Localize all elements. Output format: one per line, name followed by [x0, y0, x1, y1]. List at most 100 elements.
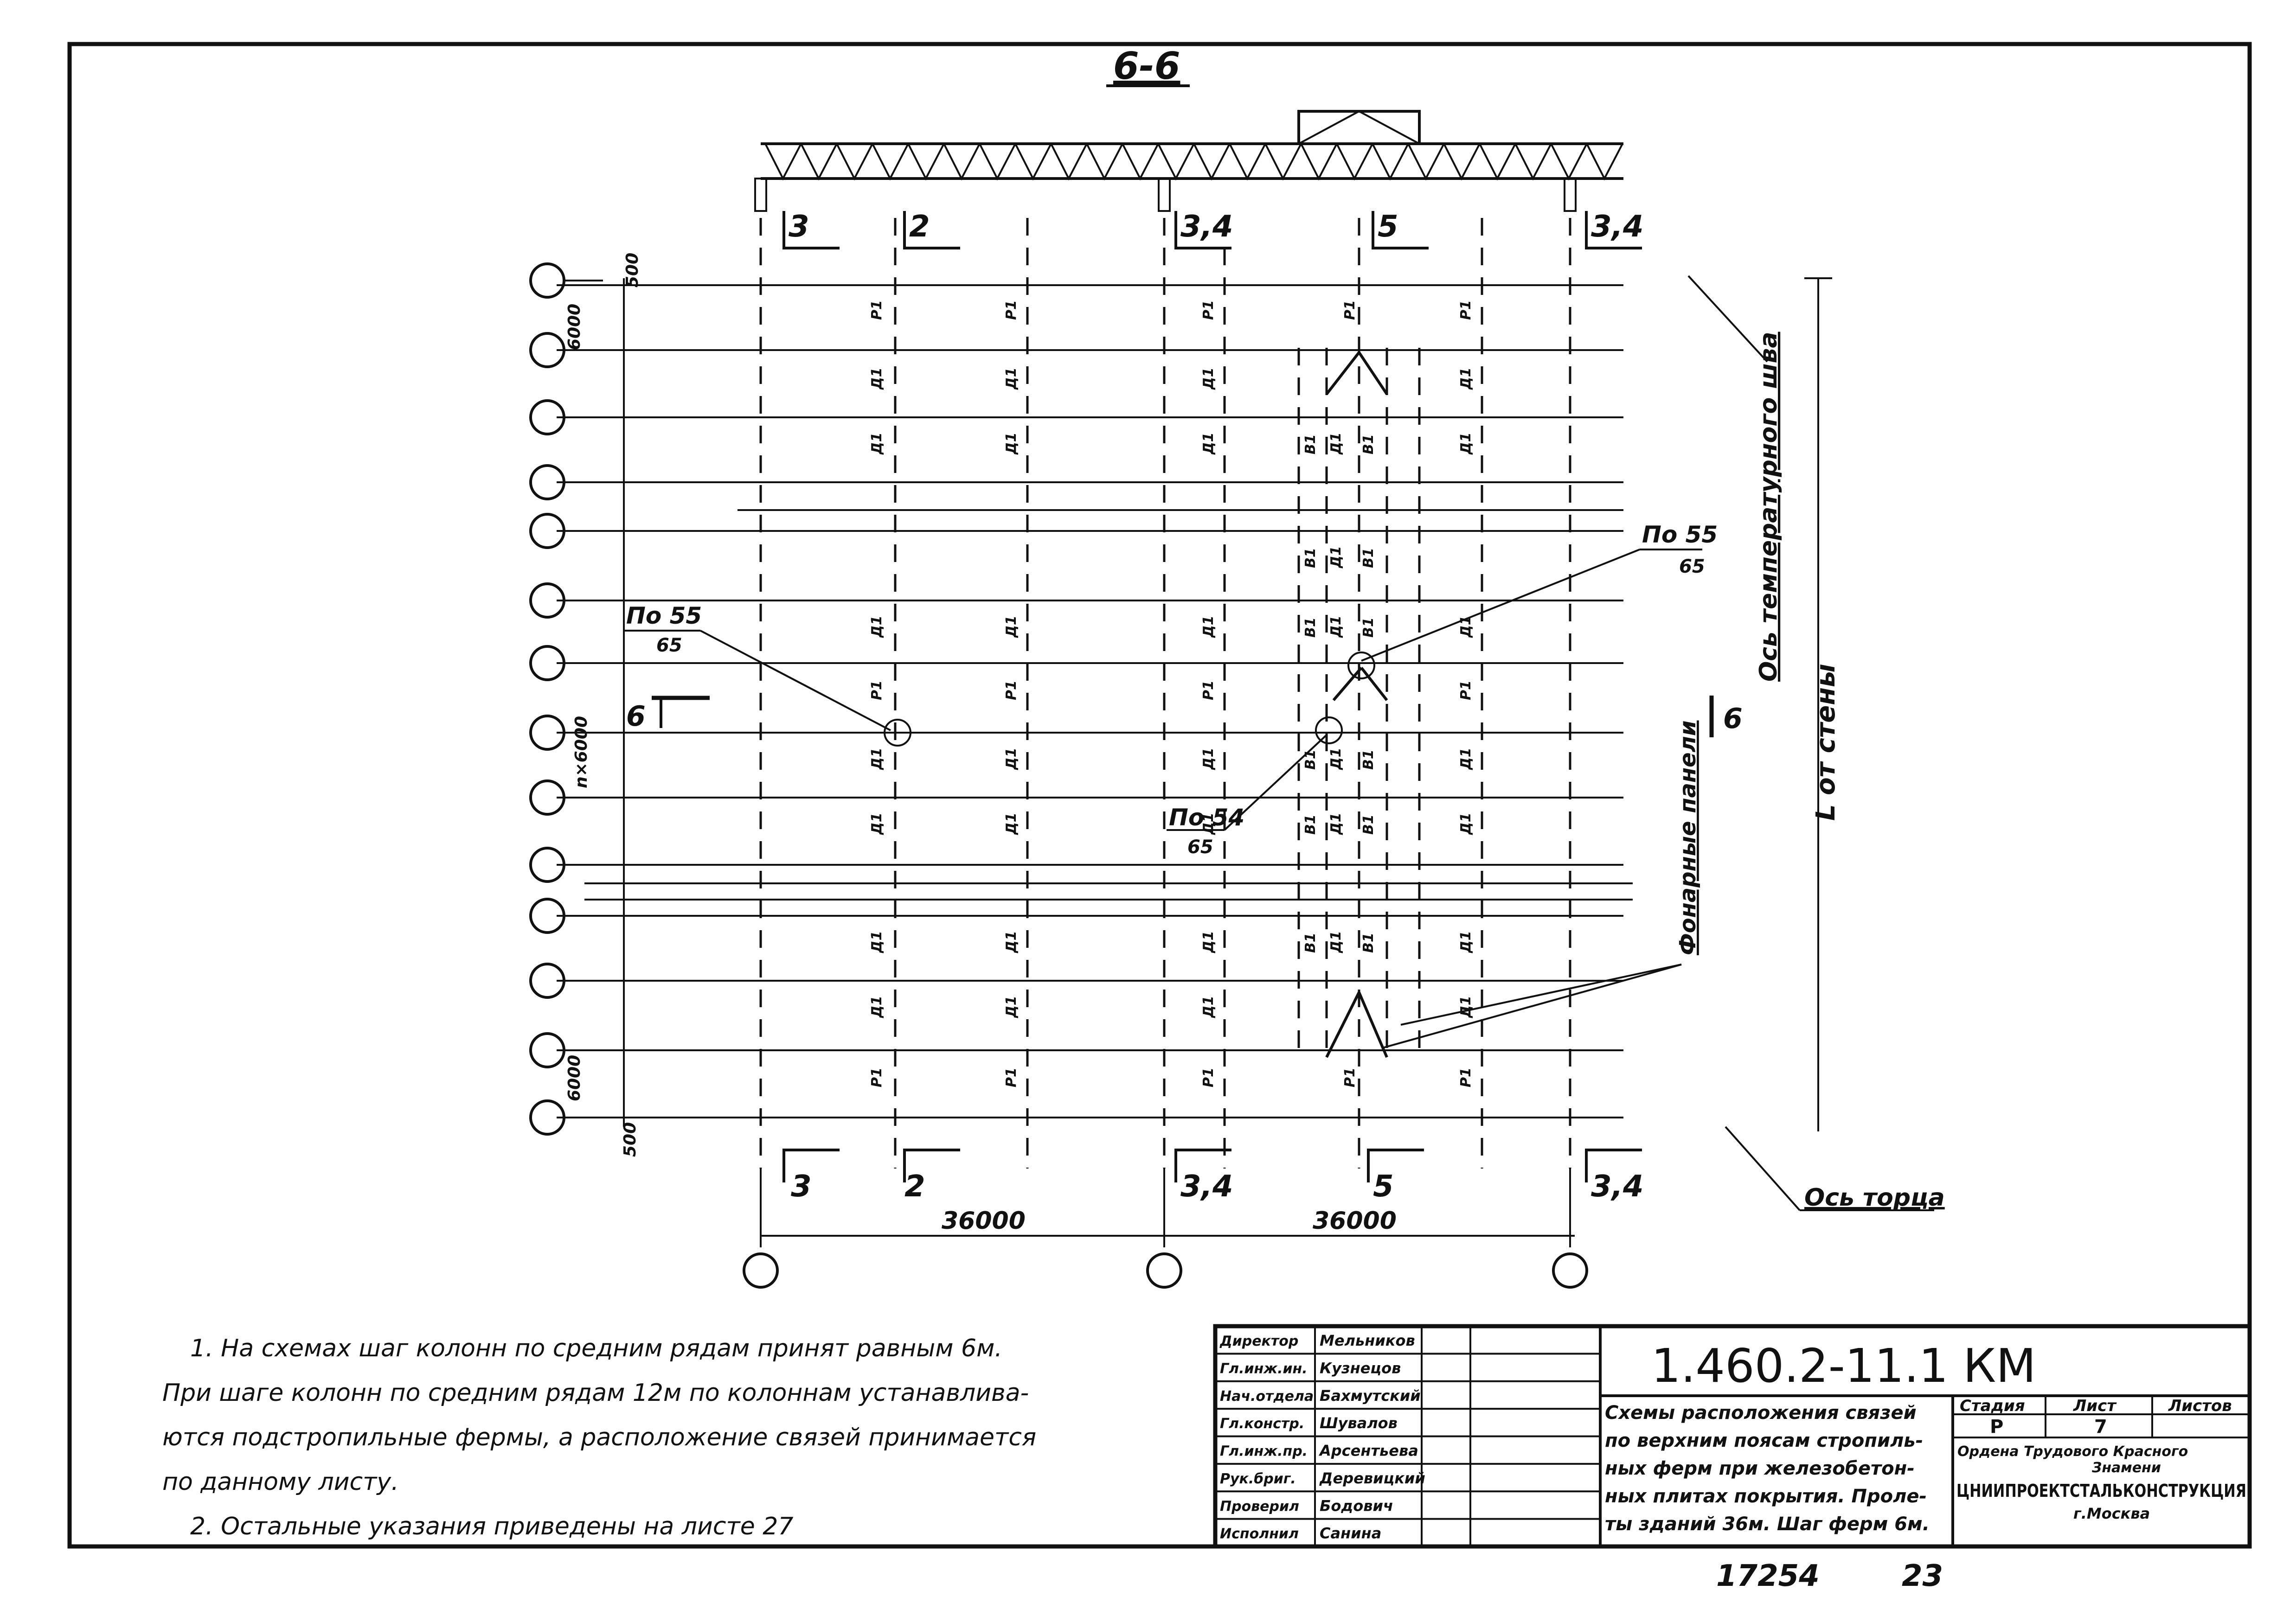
bracing-mark: Р1 [869, 680, 885, 700]
truss-web [1300, 143, 1338, 181]
to-wall-label: L от стены [1811, 664, 1841, 821]
diagonal-brace [1358, 351, 1388, 395]
bracing-mark: Д1 [1328, 615, 1344, 638]
bracing-mark: Д1 [1458, 812, 1474, 835]
top-axis-label: 3,4 [1591, 210, 1643, 244]
bracing-mark: Р1 [1342, 300, 1358, 320]
bracing-mark: В1 [1302, 617, 1319, 638]
bottom-section-marks: 3 2 3,4 5 3,4 [791, 1169, 1643, 1204]
truss-web [1443, 143, 1481, 181]
note-line: 1. На схемах шаг колонн по средним рядам… [190, 1335, 1002, 1362]
callout-text: По 54 [1169, 804, 1244, 831]
role-label: Проверил [1220, 1498, 1299, 1514]
top-axis-label: 3,4 [1180, 210, 1233, 244]
section-mark-left: 6 [626, 700, 646, 733]
dim-top-step: 6000 [565, 304, 584, 350]
role-label: Гл.инж.пр. [1220, 1444, 1308, 1460]
truss-web [872, 143, 909, 181]
bracing-mark: Р1 [1003, 680, 1020, 700]
bay-dimensions: 36000 36000 [760, 1207, 1575, 1247]
truss-web [1586, 143, 1623, 181]
role-label: Директор [1219, 1333, 1298, 1349]
dim-bottom-step: 6000 [565, 1055, 584, 1101]
column-stub [1158, 178, 1171, 212]
drawing-title-line: ных плитах покрытия. Проле- [1605, 1486, 1927, 1507]
bracing-mark: Д1 [1200, 747, 1217, 770]
sheet-frame [67, 42, 2252, 1549]
role-label: Гл.констр. [1220, 1416, 1304, 1432]
bracing-mark: Р1 [1458, 300, 1474, 320]
dim-bottom-offset: 500 [621, 1122, 640, 1157]
sheet-header: Лист [2073, 1397, 2117, 1415]
bracing-mark: Д1 [1200, 367, 1217, 390]
top-section-marks: 3 2 3,4 5 3,4 [789, 210, 1643, 244]
bottom-axis-label: 3 [791, 1169, 812, 1204]
diagonal-brace [1360, 667, 1388, 701]
note-line: При шаге колонн по средним рядам 12м по … [162, 1379, 1029, 1407]
diagonal-brace [1325, 351, 1360, 395]
section-cut-marker [1585, 211, 1642, 249]
truss-web [836, 143, 873, 181]
bottom-axis-label: 3,4 [1591, 1169, 1643, 1204]
bracing-mark: Д1 [1003, 615, 1020, 638]
section-cut-marker [903, 1149, 960, 1182]
note-line: по данному листу. [162, 1468, 399, 1496]
skylight-panels-label: Фонарные панели [1675, 721, 1701, 955]
top-axis-label: 3 [789, 210, 809, 244]
truss-web [1479, 143, 1516, 181]
bracing-mark: Д1 [1458, 931, 1474, 953]
bracing-mark: Д1 [869, 432, 885, 455]
bracing-mark: Д1 [1458, 996, 1474, 1018]
bracing-mark: Д1 [1003, 432, 1020, 455]
column-stub [1564, 178, 1577, 212]
diagonal-brace [1358, 991, 1388, 1058]
general-notes: 1. На схемах шаг колонн по средним рядам… [162, 1326, 1183, 1549]
truss-web [1229, 143, 1266, 181]
inventory-number: 17254 [1716, 1559, 1820, 1593]
top-axis-label: 2 [909, 210, 930, 244]
bracing-mark: Р1 [1200, 1067, 1217, 1087]
column-bubbles-bottom [743, 1252, 1588, 1289]
truss-web [1372, 143, 1409, 181]
truss-web [800, 143, 838, 181]
column-stub [754, 178, 767, 212]
bracing-mark: Р1 [1200, 680, 1217, 700]
section-cut-marker [782, 211, 840, 249]
org-city: г.Москва [2073, 1505, 2150, 1522]
role-label: Рук.бриг. [1220, 1471, 1296, 1487]
truss-web [907, 143, 945, 181]
axis-bubbles [529, 262, 603, 1136]
truss-web [1193, 143, 1231, 181]
plan-grid [557, 211, 1642, 1238]
document-code: 1.460.2-11.1 КМ [1651, 1339, 2036, 1393]
sheet-value: 7 [2094, 1416, 2107, 1437]
truss-web [1050, 143, 1088, 181]
top-axis-label: 5 [1378, 210, 1398, 244]
stage-value: Р [1990, 1416, 2003, 1437]
bay-dimension-value: 36000 [1313, 1207, 1397, 1235]
bracing-mark: Р1 [869, 300, 885, 320]
truss-web [979, 143, 1016, 181]
bracing-mark: Д1 [869, 996, 885, 1018]
bracing-mark: Д1 [1003, 931, 1020, 953]
bracing-mark: Р1 [1458, 1067, 1474, 1087]
section-cut-marker [782, 1149, 840, 1182]
role-label: Исполнил [1220, 1526, 1299, 1542]
bracing-mark: В1 [1302, 814, 1319, 835]
bracing-mark: Д1 [1200, 615, 1217, 638]
bottom-axis-label: 3,4 [1180, 1169, 1233, 1204]
truss-web [1264, 143, 1302, 181]
callout-text: По 55 [1642, 521, 1718, 548]
axis-bubble [529, 262, 565, 299]
person-name: Деревицкий [1319, 1469, 1425, 1487]
bracing-mark: Д1 [1328, 747, 1344, 770]
person-name: Шувалов [1320, 1414, 1398, 1432]
callout-55-left: По 55 65 [624, 602, 911, 747]
bracing-mark: Д1 [1328, 931, 1344, 953]
bracing-mark: В1 [1360, 434, 1377, 454]
diagonal-brace [1325, 991, 1360, 1058]
bracing-mark: Д1 [1200, 931, 1217, 953]
callout-54: По 54 65 [1167, 716, 1343, 858]
section-cut-marker [1372, 211, 1429, 249]
section-mark-right: 6 [1723, 703, 1743, 735]
